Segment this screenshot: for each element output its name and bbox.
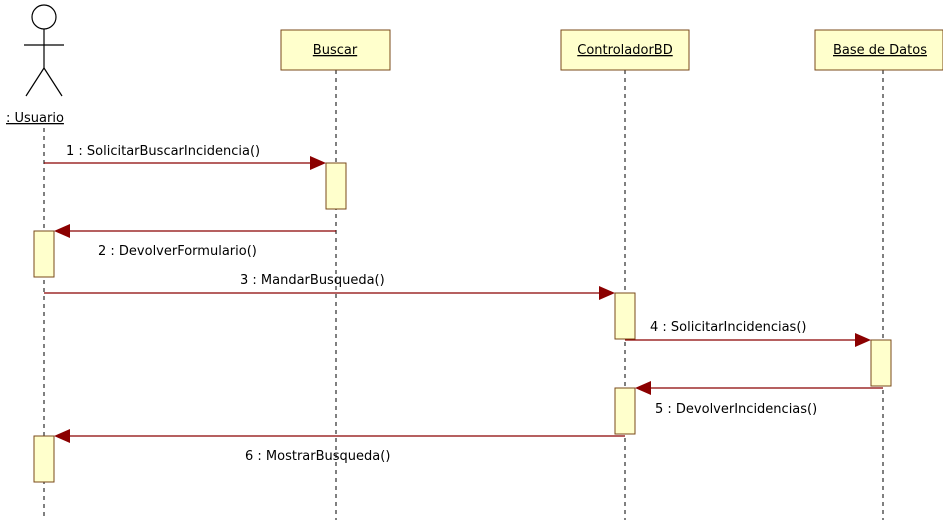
message-1: 1 : SolicitarBuscarIncidencia() xyxy=(44,144,326,170)
message-5: 5 : DevolverIncidencias() xyxy=(635,381,883,417)
activation-controladorbd-2 xyxy=(614,387,636,435)
arrowhead-right xyxy=(855,333,871,347)
object-controladorbd: ControladorBD xyxy=(560,29,690,71)
message-label: 3 : MandarBusqueda() xyxy=(240,273,385,288)
object-box xyxy=(560,29,690,71)
message-2: 2 : DevolverFormulario() xyxy=(54,224,336,259)
activation-base-de-datos xyxy=(870,339,892,387)
message-label: 2 : DevolverFormulario() xyxy=(98,244,257,259)
message-3: 3 : MandarBusqueda() xyxy=(44,273,615,300)
message-label: 4 : SolicitarIncidencias() xyxy=(650,320,806,335)
object-label: ControladorBD xyxy=(577,43,672,58)
object-label: Buscar xyxy=(313,43,358,58)
arrowhead-right xyxy=(599,286,615,300)
object-base-de-datos: Base de Datos xyxy=(814,29,943,71)
message-6: 6 : MostrarBusqueda() xyxy=(54,429,625,464)
activation-buscar xyxy=(325,162,347,210)
activation-usuario-1 xyxy=(33,230,55,278)
activation-usuario-2 xyxy=(33,435,55,483)
message-label: 1 : SolicitarBuscarIncidencia() xyxy=(66,144,260,159)
arrowhead-right xyxy=(310,156,326,170)
arrowhead-left xyxy=(54,429,70,443)
message-label: 5 : DevolverIncidencias() xyxy=(655,402,817,417)
arrowhead-left xyxy=(635,381,651,395)
message-label: 6 : MostrarBusqueda() xyxy=(245,449,390,464)
message-4: 4 : SolicitarIncidencias() xyxy=(625,320,871,347)
object-buscar: Buscar xyxy=(280,29,391,71)
arrowhead-left xyxy=(54,224,70,238)
actor-label: : Usuario xyxy=(6,111,64,126)
actor-right-leg xyxy=(43,67,63,97)
object-label: Base de Datos xyxy=(833,43,927,58)
actor-left-leg xyxy=(25,67,45,97)
object-box xyxy=(814,29,943,71)
actor-usuario: : Usuario xyxy=(6,4,64,126)
actor-head xyxy=(31,4,57,30)
object-box xyxy=(280,29,391,71)
activation-controladorbd-1 xyxy=(614,292,636,340)
